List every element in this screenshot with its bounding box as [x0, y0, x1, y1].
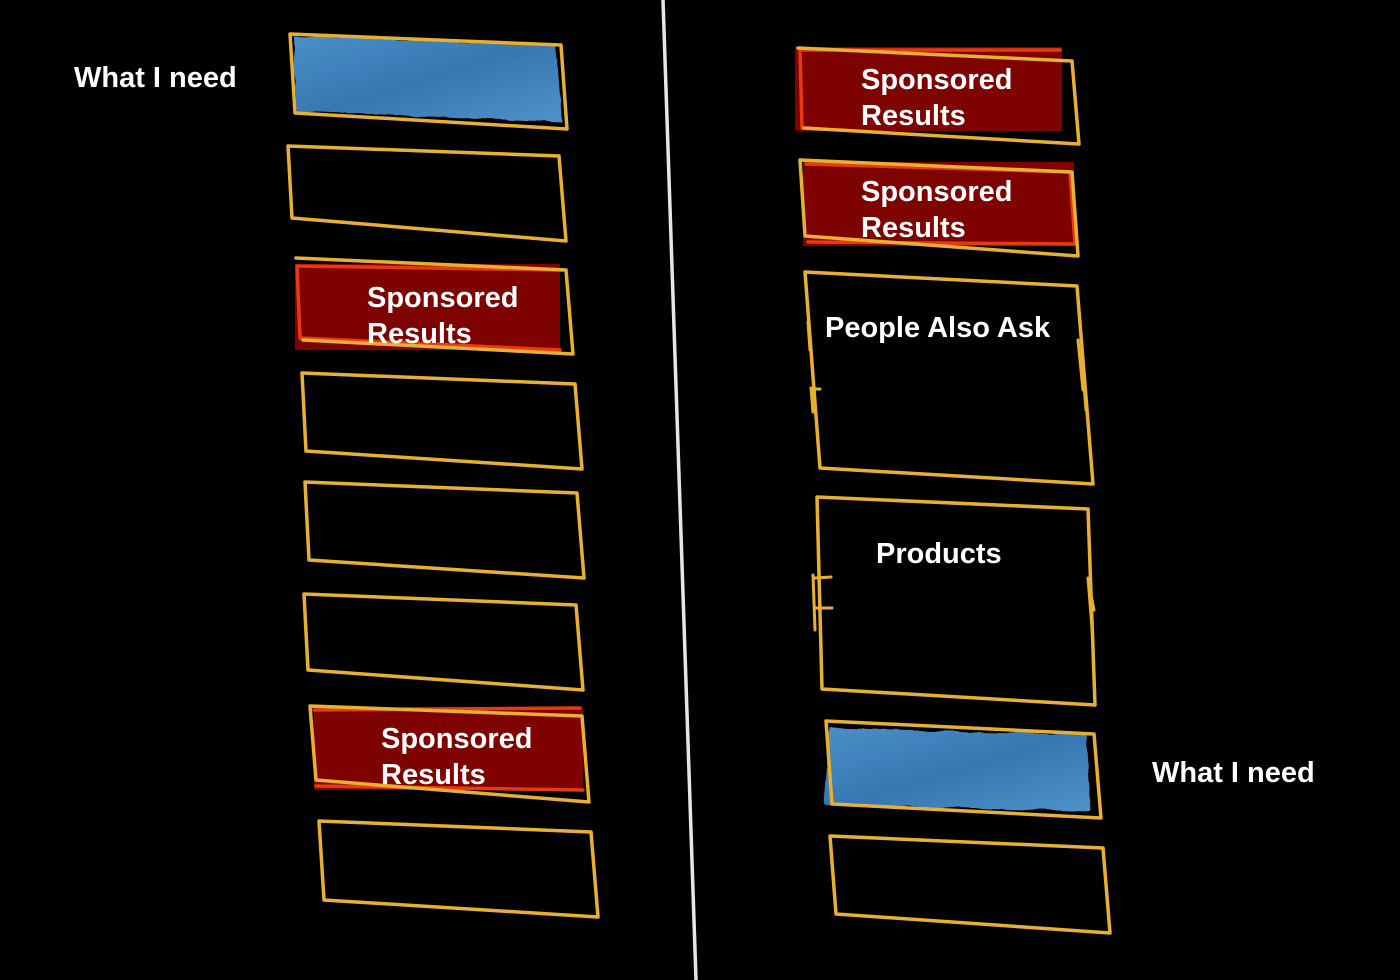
- left-sponsored-1-line1: Sponsored: [367, 282, 518, 314]
- right-sponsored-1-line1: Sponsored: [861, 64, 1012, 96]
- right-sponsored-2-fill: [803, 162, 1074, 246]
- right-products: Products: [811, 495, 1097, 707]
- left-sponsored-1-line2: Results: [367, 318, 472, 350]
- left-result-2: [286, 144, 568, 243]
- left-sponsored-2-fill: [314, 707, 583, 790]
- right-need-highlight: [824, 728, 1091, 812]
- products-label: Products: [876, 538, 1002, 570]
- left-sponsored-2-line1: Sponsored: [381, 723, 532, 755]
- left-result-5: [303, 480, 586, 580]
- left-result-6: [302, 592, 585, 692]
- right-result-need: [824, 719, 1103, 820]
- right-sponsored-1: Sponsored Results: [795, 46, 1081, 146]
- right-result-last: [828, 834, 1112, 935]
- left-sponsored-1-fill: [295, 264, 560, 350]
- left-result-need: [288, 32, 569, 131]
- left-result-4: [300, 371, 584, 471]
- left-sponsored-2-line2: Results: [381, 759, 486, 791]
- column-divider: [661, 0, 698, 980]
- left-sponsored-2: Sponsored Results: [308, 704, 591, 804]
- left-sponsored-1: Sponsored Results: [294, 256, 575, 356]
- right-column: Sponsored Results Sponsored Results Peop…: [795, 46, 1315, 935]
- left-column: What I need Sponsored Results Sponsored: [74, 32, 600, 919]
- left-result-8: [317, 819, 600, 919]
- right-sponsored-1-line2: Results: [861, 100, 966, 132]
- left-need-highlight: [293, 36, 562, 122]
- right-sponsored-2-line2: Results: [861, 212, 966, 244]
- right-sponsored-1-fill: [795, 47, 1062, 131]
- left-need-label: What I need: [74, 62, 237, 94]
- right-sponsored-2: Sponsored Results: [798, 158, 1080, 258]
- right-need-label: What I need: [1152, 757, 1315, 789]
- right-people-also-ask: People Also Ask: [803, 270, 1095, 486]
- right-sponsored-2-line1: Sponsored: [861, 176, 1012, 208]
- people-also-ask-label: People Also Ask: [825, 312, 1051, 344]
